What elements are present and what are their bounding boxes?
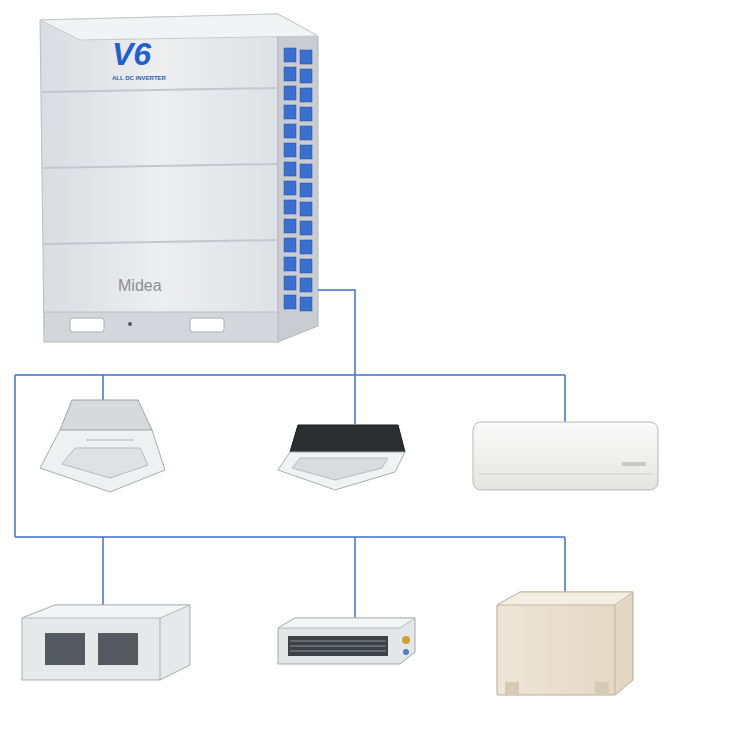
grille-fin: [284, 124, 296, 138]
ducted-unit: [22, 605, 190, 680]
grille-fin: [300, 278, 312, 292]
grille-fin: [284, 86, 296, 100]
grille-fin: [284, 276, 296, 290]
grille-fin: [284, 143, 296, 157]
grille-fin: [300, 107, 312, 121]
brand-name: Midea: [118, 278, 162, 294]
grille-fin: [300, 69, 312, 83]
grille-fin: [300, 88, 312, 102]
grille-fin: [300, 259, 312, 273]
grille-fin: [284, 105, 296, 119]
grille-fin: [284, 257, 296, 271]
grille-fin: [284, 200, 296, 214]
grille-fin: [300, 221, 312, 235]
grille-fin: [284, 295, 296, 309]
grille-fin: [300, 126, 312, 140]
slim-duct-unit: [278, 618, 415, 664]
grille-fin: [284, 238, 296, 252]
grille-fin: [300, 202, 312, 216]
one-way-cassette: [278, 425, 405, 490]
model-tagline: ALL DC INVERTER: [112, 75, 166, 81]
grille-fin: [300, 50, 312, 64]
grille-fin: [284, 219, 296, 233]
grille-fin: [300, 145, 312, 159]
model-logo: V6: [112, 38, 151, 70]
four-way-cassette: [40, 400, 165, 492]
grille-fin: [300, 240, 312, 254]
grille-fin: [300, 164, 312, 178]
grille-fin: [284, 181, 296, 195]
outdoor-unit: [40, 14, 318, 342]
grille-fin: [284, 48, 296, 62]
wall-mounted-unit: [473, 422, 658, 490]
grille-fin: [300, 183, 312, 197]
grille-fin: [284, 162, 296, 176]
grille-fin: [284, 67, 296, 81]
floor-console-unit: [497, 592, 633, 695]
grille-fin: [300, 297, 312, 311]
